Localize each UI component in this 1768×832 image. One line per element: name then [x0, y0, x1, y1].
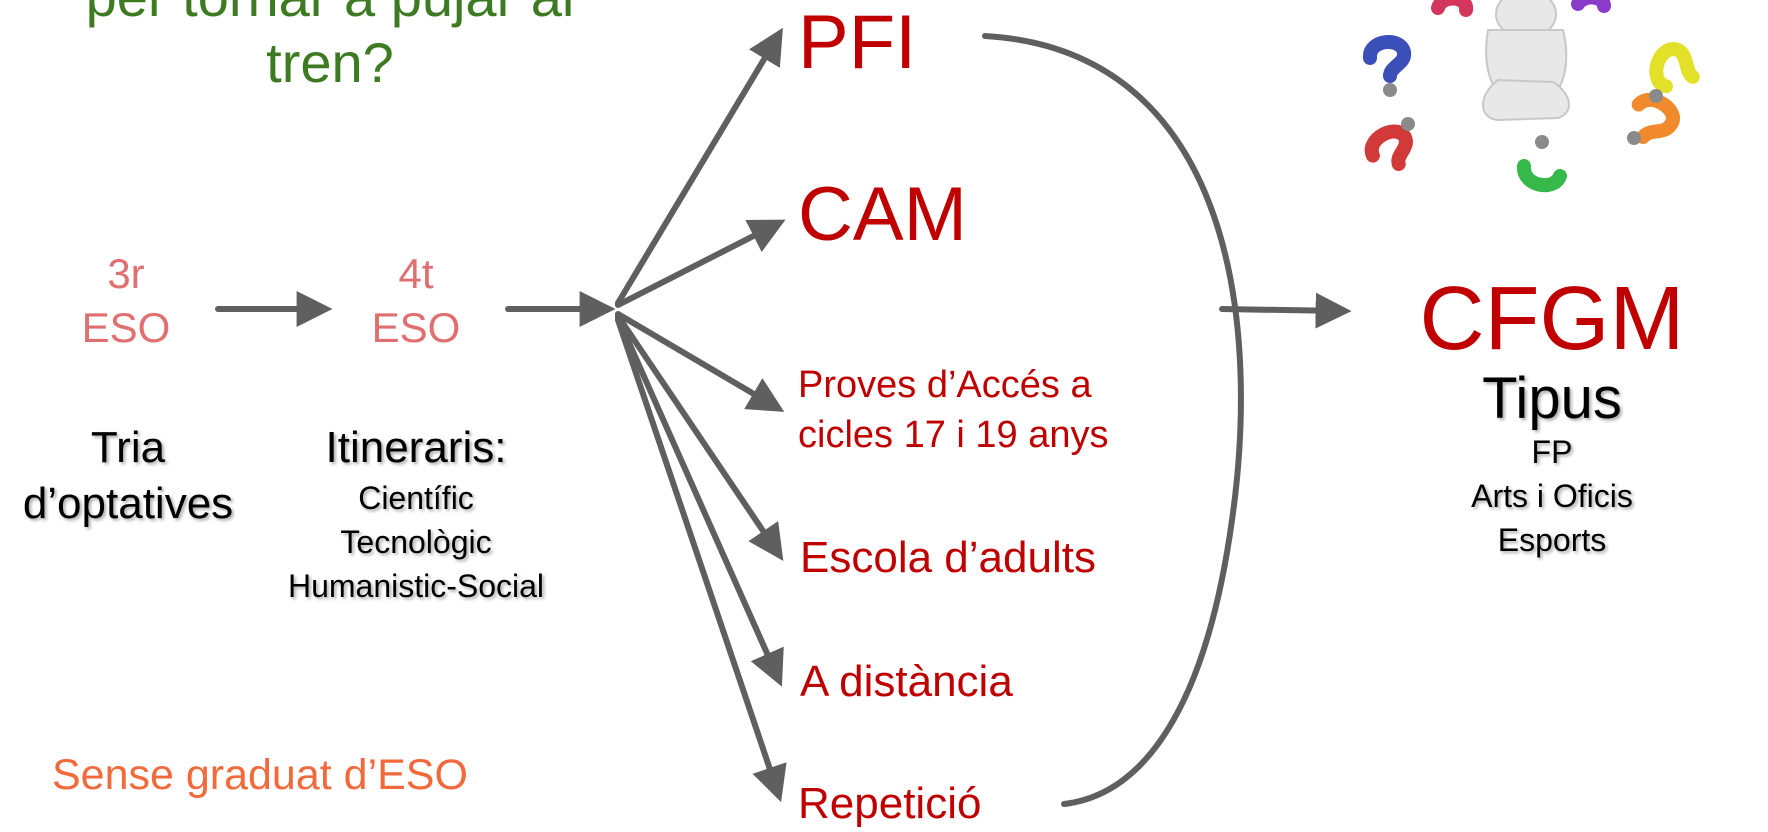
no-graduate-label: Sense graduat d’ESO: [52, 751, 468, 799]
option-pfi: PFI: [798, 0, 917, 85]
option-repeticio: Repetició: [798, 779, 982, 828]
option-proves-line1: Proves d’Accés a: [798, 364, 1092, 406]
page-title: per tornar a pujar al tren?: [0, 0, 660, 96]
itinerari-item: Tecnològic: [340, 524, 492, 560]
option-proves-line2: cicles 17 i 19 anys: [798, 414, 1109, 456]
title-line-1: per tornar a pujar al: [0, 0, 660, 30]
arrow-to-cfgm: [1219, 292, 1352, 329]
stage-4t-line2: ESO: [371, 304, 461, 351]
stage-3r-eso: 3r ESO: [56, 247, 196, 355]
stage-3r-line2: ESO: [81, 304, 171, 351]
itinerari-item: Humanistic-Social: [287, 568, 545, 604]
arrow-to-proves: [615, 311, 785, 412]
cfgm-type: FP: [1531, 434, 1573, 470]
note-itineraris: Itineraris: Científic Tecnològic Humanis…: [256, 420, 576, 608]
cfgm-type: Esports: [1497, 522, 1607, 558]
question-marks-figure-icon: [1363, 0, 1700, 192]
note-tria-optatives: Tria d’optatives: [0, 420, 256, 532]
arrow-to-pfi: [615, 27, 783, 306]
option-cam: CAM: [798, 172, 967, 257]
option-a-distancia: A distància: [800, 657, 1013, 706]
option-proves-acces: Proves d’Accés a cicles 17 i 19 anys: [798, 360, 1109, 460]
arrow-to-escola: [615, 313, 784, 561]
target-cfgm: CFGM Tipus FP Arts i Oficis Esports: [1380, 270, 1724, 562]
option-escola-adults: Escola d’adults: [800, 533, 1096, 582]
note-tria-line2: d’optatives: [22, 479, 234, 528]
note-tria-line1: Tria: [90, 423, 166, 472]
cfgm-subtitle: Tipus: [1482, 366, 1622, 431]
arrow-to-cam: [615, 219, 786, 308]
arrow-to-distancia: [615, 315, 784, 687]
title-line-2: tren?: [266, 31, 394, 94]
cfgm-title: CFGM: [1419, 269, 1685, 369]
stage-4t-line1: 4t: [398, 250, 434, 297]
cfgm-type: Arts i Oficis: [1471, 478, 1633, 514]
bracket-curve: [982, 33, 1244, 807]
arrow-to-repeticio: [615, 317, 787, 803]
itineraris-heading: Itineraris:: [325, 423, 507, 472]
itinerari-item: Científic: [358, 480, 474, 516]
stage-3r-line1: 3r: [107, 250, 145, 297]
stage-4t-eso: 4t ESO: [346, 247, 486, 355]
